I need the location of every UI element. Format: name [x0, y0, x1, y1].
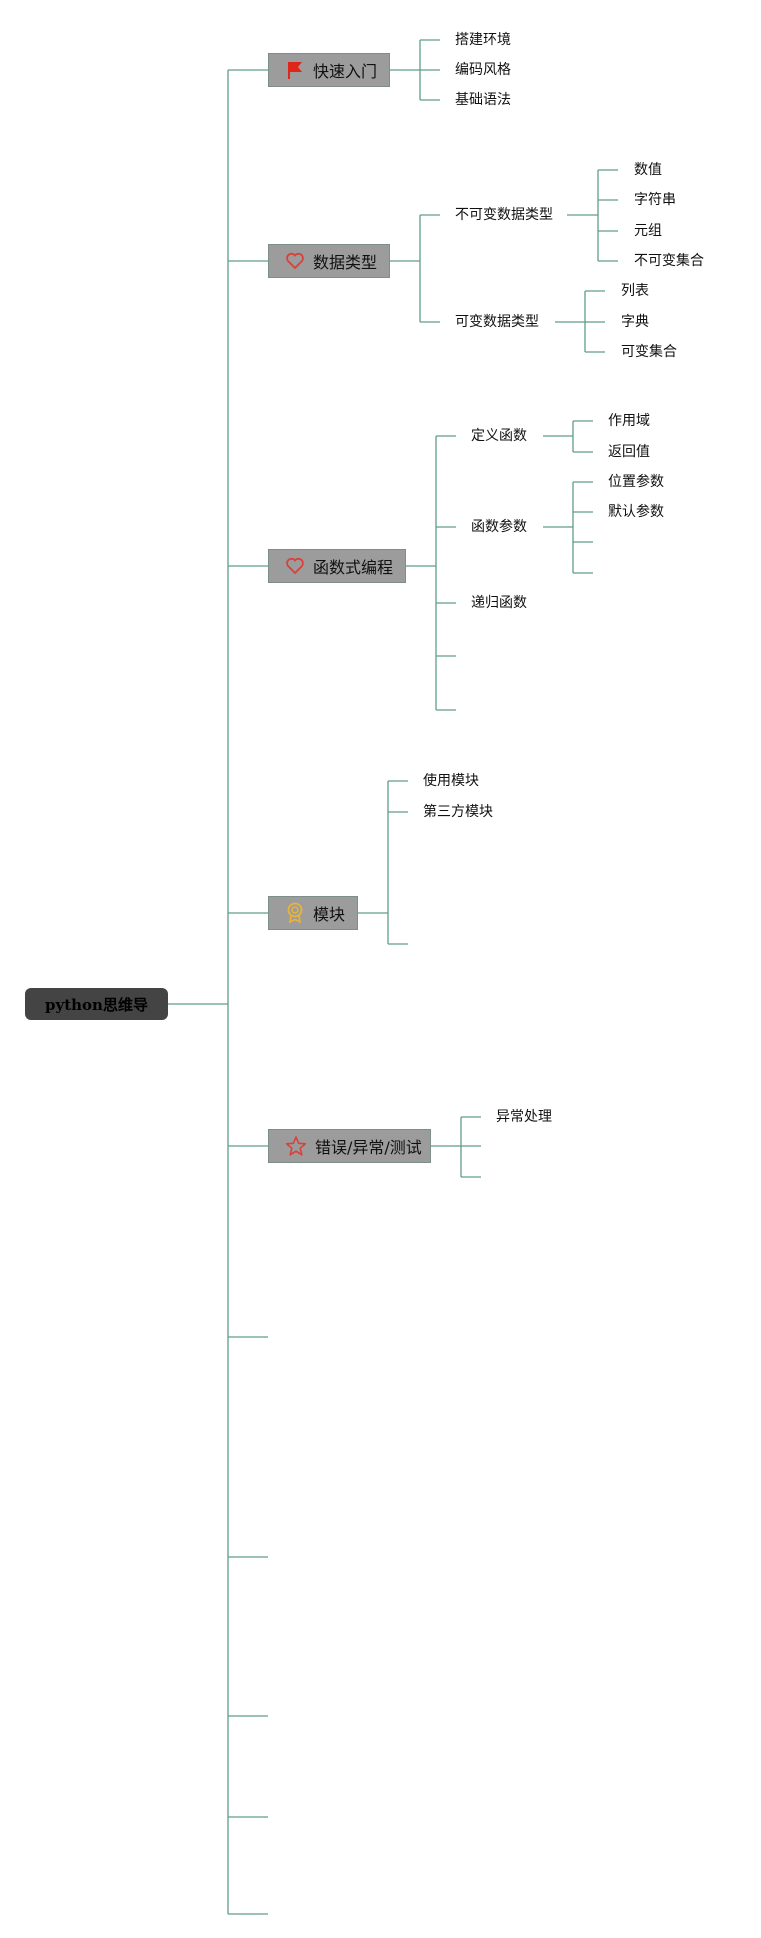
leaf-default-params[interactable]: 默认参数: [608, 504, 664, 520]
node-function-params[interactable]: 函数参数: [471, 519, 527, 535]
heart-icon: [285, 250, 305, 272]
topic-quick-start[interactable]: 快速入门: [268, 53, 390, 87]
leaf-set[interactable]: 可变集合: [621, 344, 677, 360]
leaf-positional-params[interactable]: 位置参数: [608, 474, 664, 490]
leaf-basic-syntax[interactable]: 基础语法: [455, 92, 511, 108]
node-mutable-types[interactable]: 可变数据类型: [455, 314, 539, 330]
node-define-function[interactable]: 定义函数: [471, 428, 527, 444]
leaf-using-modules[interactable]: 使用模块: [423, 773, 479, 789]
topic-errors-testing[interactable]: 错误/异常/测试: [268, 1129, 431, 1163]
leaf-number[interactable]: 数值: [634, 162, 662, 178]
leaf-scope[interactable]: 作用域: [608, 413, 650, 429]
topic-data-types[interactable]: 数据类型: [268, 244, 390, 278]
topic-label: 模块: [313, 905, 346, 924]
topic-label: 快速入门: [313, 62, 378, 81]
red-flag-icon: [285, 59, 305, 81]
leaf-frozenset[interactable]: 不可变集合: [634, 253, 704, 269]
node-recursive-function[interactable]: 递归函数: [471, 595, 527, 611]
topic-label: 数据类型: [313, 253, 378, 272]
leaf-string[interactable]: 字符串: [634, 192, 676, 208]
leaf-tuple[interactable]: 元组: [634, 223, 662, 239]
topic-label: 错误/异常/测试: [315, 1138, 422, 1157]
leaf-exception-handling[interactable]: 异常处理: [496, 1109, 552, 1125]
topic-functional-programming[interactable]: 函数式编程: [268, 549, 406, 583]
star-outline-icon: [285, 1135, 307, 1157]
leaf-dict[interactable]: 字典: [621, 314, 649, 330]
topic-modules[interactable]: 模块: [268, 896, 358, 930]
leaf-coding-style[interactable]: 编码风格: [455, 62, 511, 78]
leaf-setup-env[interactable]: 搭建环境: [455, 32, 511, 48]
topic-label: 函数式编程: [313, 558, 394, 577]
award-badge-icon: [285, 902, 305, 924]
leaf-third-party-modules[interactable]: 第三方模块: [423, 804, 493, 820]
leaf-return-value[interactable]: 返回值: [608, 444, 650, 460]
root-node[interactable]: python思维导: [25, 988, 168, 1020]
node-immutable-types[interactable]: 不可变数据类型: [455, 207, 553, 223]
leaf-list[interactable]: 列表: [621, 283, 649, 299]
heart-icon: [285, 555, 305, 577]
